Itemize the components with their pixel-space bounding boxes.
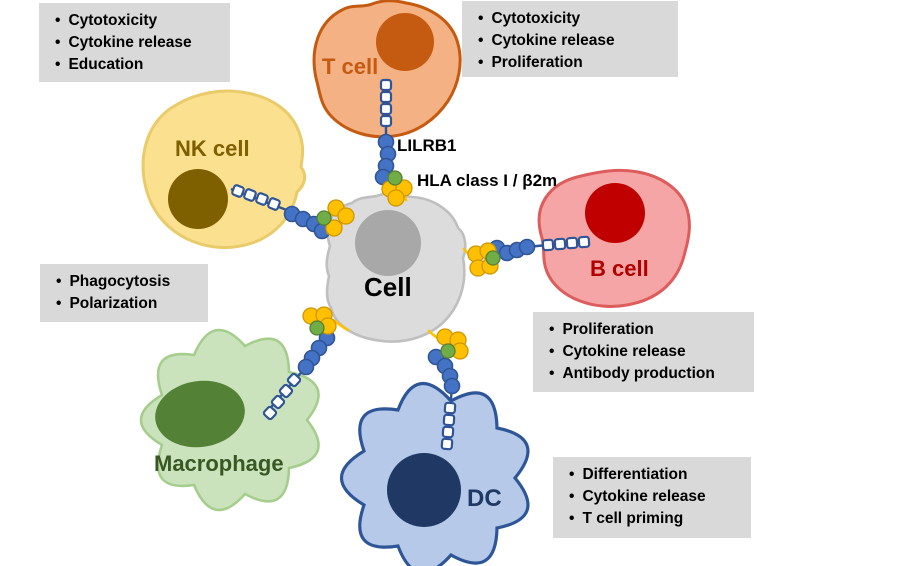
function-item: Education [55,54,220,76]
nk-cell-label: NK cell [175,136,250,161]
lilrb1-receptor-dc-icon [427,348,461,451]
function-item: Differentiation [569,464,741,486]
function-item: T cell priming [569,508,741,530]
dc-cell-label: DC [467,485,502,512]
function-item: Cytokine release [569,486,741,508]
center-cell-label: Cell [364,272,412,302]
t-cell-label: T cell [322,54,379,79]
hla-complex-dc-icon [427,328,469,360]
function-item: Proliferation [549,319,744,341]
nk-cell-function-box: Cytotoxicity Cytokine release Education [39,3,230,82]
t-cell-shape [312,0,462,139]
b-cell-label: B cell [590,256,649,281]
macrophage-nucleus [155,380,245,448]
t-cell-function-box: Cytotoxicity Cytokine release Proliferat… [462,1,678,77]
hla-complex-t-icon [381,170,413,207]
dc-cell-nucleus [387,453,461,527]
function-item: Cytokine release [549,341,744,363]
t-cell-nucleus [376,13,434,71]
dc-cell-shape [339,382,530,566]
lilrb1-receptor-t-icon [374,78,397,186]
function-item: Cytokine release [55,32,220,54]
macrophage-shape [139,328,320,512]
b-cell-function-box: Proliferation Cytokine release Antibody … [533,312,754,392]
b-cell-nucleus [585,183,645,243]
function-item: Cytokine release [478,30,668,52]
function-item: Antibody production [549,363,744,385]
function-item: Cytotoxicity [478,8,668,30]
macrophage-label: Macrophage [154,451,284,476]
lilrb1-label: LILRB1 [397,136,457,155]
macrophage-function-box: Phagocytosis Polarization [40,264,208,322]
nk-cell-body [141,89,307,249]
function-item: Proliferation [478,52,668,74]
hla-complex-mac-icon [302,306,350,336]
hla-complex-b-icon [462,242,501,277]
nk-cell-nucleus [168,169,228,229]
hla-complex-nk-icon [316,199,355,237]
function-item: Polarization [56,293,198,315]
hla-class-i-b2m-label: HLA class I / β2m [417,171,558,190]
center-cell-shape [325,192,467,343]
function-item: Cytotoxicity [55,10,220,32]
b-cell-shape [537,168,691,308]
lilrb1-receptor-mac-icon [262,329,336,421]
function-item: Phagocytosis [56,271,198,293]
center-cell-nucleus [355,210,421,276]
lilrb1-receptor-b-icon [488,235,591,262]
dc-function-box: Differentiation Cytokine release T cell … [553,457,751,538]
nk-cell-shape [141,89,307,249]
